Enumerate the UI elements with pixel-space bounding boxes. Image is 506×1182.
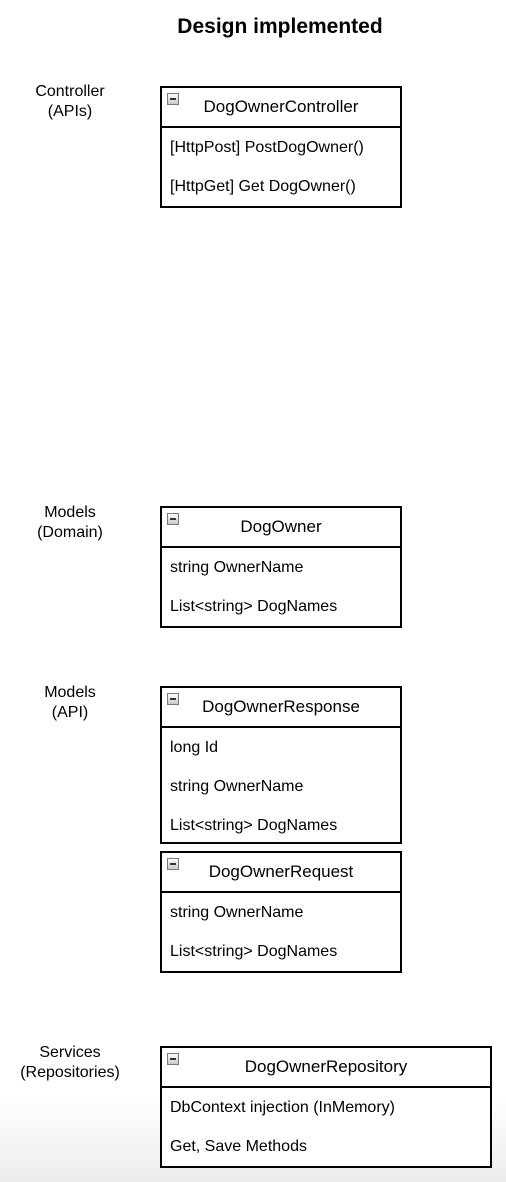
layer-label-services: Services (Repositories): [0, 1043, 140, 1083]
class-box-dog-owner-response[interactable]: DogOwnerResponse long Id string OwnerNam…: [160, 686, 402, 844]
collapse-icon[interactable]: [167, 513, 179, 525]
class-member: List<string> DogNames: [170, 598, 338, 615]
class-box-header: DogOwner: [162, 508, 400, 548]
collapse-icon[interactable]: [167, 93, 179, 105]
class-name: DogOwnerRepository: [244, 1057, 408, 1076]
layer-label-line1: Models: [44, 504, 96, 521]
class-box-header: DogOwnerRequest: [162, 853, 400, 893]
layer-label-line2: (API): [51, 704, 89, 721]
layer-label-line2: (Repositories): [20, 1064, 120, 1081]
class-box-dog-owner[interactable]: DogOwner string OwnerName List<string> D…: [160, 506, 402, 628]
layer-label-controller: Controller (APIs): [0, 82, 140, 122]
layer-label-line1: Models: [44, 684, 96, 701]
class-box-header: DogOwnerRepository: [162, 1048, 490, 1088]
page-title: Design implemented: [177, 15, 383, 38]
class-name: DogOwnerController: [203, 97, 359, 116]
layer-label-domain-models: Models (Domain): [0, 503, 140, 543]
class-member: Get, Save Methods: [170, 1138, 307, 1155]
class-member: long Id: [170, 739, 219, 756]
class-box-header: DogOwnerController: [162, 88, 400, 128]
class-box-dog-owner-request[interactable]: DogOwnerRequest string OwnerName List<st…: [160, 851, 402, 973]
layer-label-line2: (Domain): [37, 524, 103, 541]
class-member: string OwnerName: [170, 904, 304, 921]
layer-label-line1: Controller: [35, 83, 105, 100]
class-name: DogOwner: [240, 517, 322, 536]
collapse-icon[interactable]: [167, 858, 179, 870]
class-box-dog-owner-repository[interactable]: DogOwnerRepository DbContext injection (…: [160, 1046, 492, 1168]
class-name: DogOwnerResponse: [202, 697, 360, 716]
collapse-icon[interactable]: [167, 693, 179, 705]
class-box-header: DogOwnerResponse: [162, 688, 400, 728]
layer-label-line2: (APIs): [47, 103, 93, 120]
class-member: List<string> DogNames: [170, 817, 338, 834]
class-member: [HttpPost] PostDogOwner(): [170, 139, 364, 156]
class-name: DogOwnerRequest: [208, 862, 354, 881]
class-member: DbContext injection (InMemory): [170, 1099, 395, 1116]
class-member: [HttpGet] Get DogOwner(): [170, 178, 356, 195]
class-member: List<string> DogNames: [170, 943, 338, 960]
layer-label-api-models: Models (API): [0, 683, 140, 723]
class-member: string OwnerName: [170, 778, 304, 795]
class-box-dog-owner-controller[interactable]: DogOwnerController [HttpPost] PostDogOwn…: [160, 86, 402, 208]
collapse-icon[interactable]: [167, 1053, 179, 1065]
class-member: string OwnerName: [170, 559, 304, 576]
layer-label-line1: Services: [39, 1044, 101, 1061]
